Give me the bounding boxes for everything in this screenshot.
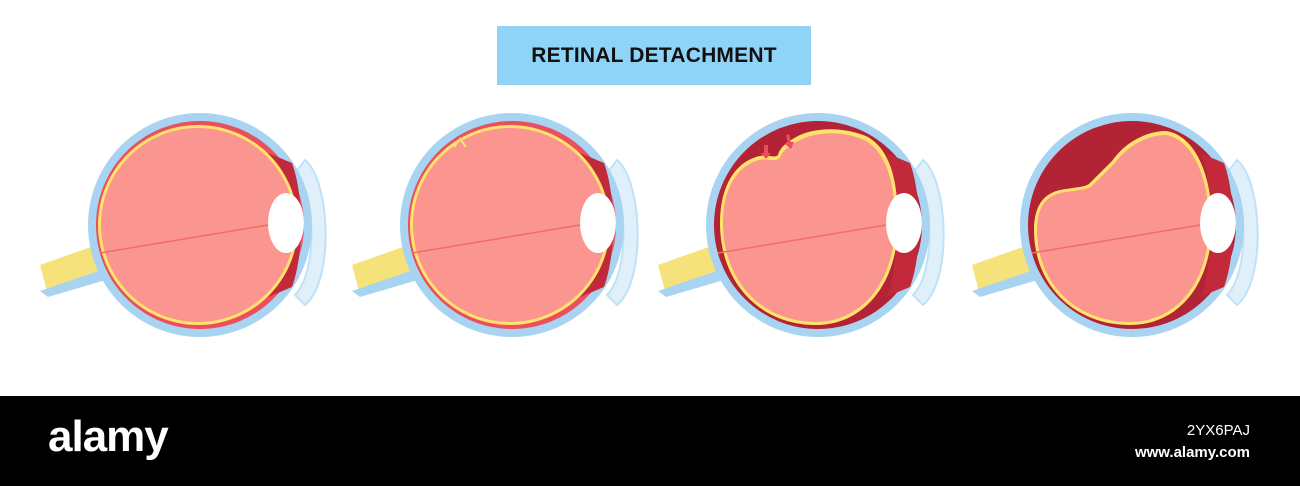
vitreous-body: [413, 128, 607, 322]
visual-axis: [1031, 222, 1213, 254]
eye-early-detachment: [658, 113, 945, 337]
optic-nerve-sheath: [658, 267, 734, 297]
lens: [268, 193, 304, 253]
vitreous-body: [723, 133, 895, 322]
lens: [580, 193, 616, 253]
diagram-title: RETINAL DETACHMENT: [531, 43, 777, 67]
watermark-bar: alamy 2YX6PAJ www.alamy.com: [0, 396, 1300, 486]
brand-logo: alamy: [48, 412, 169, 461]
lens: [1200, 193, 1236, 253]
eye-normal: [40, 113, 327, 337]
site-url: www.alamy.com: [1134, 444, 1250, 461]
visual-axis: [717, 222, 899, 254]
retinal-tear: [453, 137, 467, 148]
image-id: 2YX6PAJ: [1186, 422, 1250, 439]
optic-nerve-sheath: [972, 267, 1048, 297]
visual-axis: [99, 222, 281, 254]
title-banner: RETINAL DETACHMENT: [497, 26, 811, 85]
vitreous-body: [101, 128, 295, 322]
visual-axis: [411, 222, 593, 254]
eye-diagrams: [0, 95, 1300, 395]
optic-nerve-sheath: [40, 267, 116, 297]
eye-advanced-detachment: [972, 113, 1259, 337]
lens: [886, 193, 922, 253]
optic-nerve-sheath: [352, 267, 428, 297]
vitreous-body: [1037, 135, 1209, 322]
eye-retinal-tear: [352, 113, 639, 337]
fluid-arrow-1: [761, 145, 771, 159]
fluid-arrow-2: [785, 134, 794, 149]
